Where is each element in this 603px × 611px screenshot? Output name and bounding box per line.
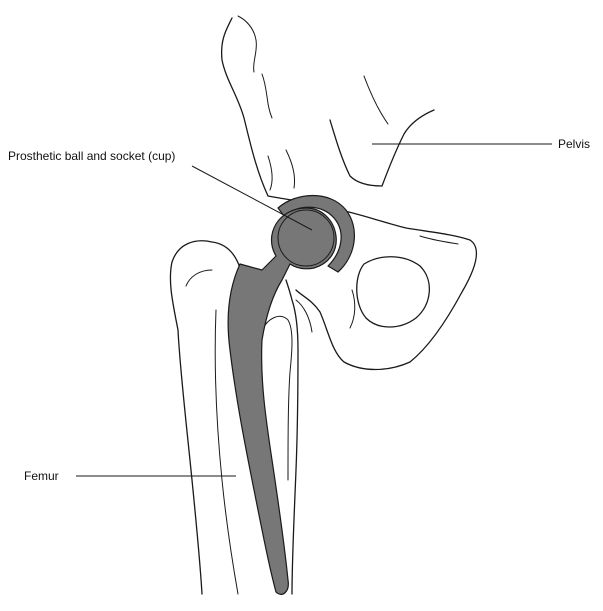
femoral-stem: [228, 208, 336, 594]
pelvis-obturator-foramen: [357, 257, 430, 327]
pelvis-ridge-1: [262, 74, 272, 118]
pelvis-ischium-detail: [350, 290, 355, 328]
pelvis-crest-detail: [238, 16, 256, 72]
pelvis-ridge-3: [268, 156, 272, 190]
femur-trochanter-detail: [186, 270, 212, 286]
label-pelvis: Pelvis: [558, 138, 590, 150]
femur-lesser-trochanter: [296, 300, 312, 332]
pelvis-ilium-edge: [330, 110, 434, 186]
femoral-stem-body: [228, 208, 336, 594]
pelvis-ilium-line: [364, 76, 388, 124]
pelvis-ridge-2: [286, 150, 295, 188]
label-prosthetic-ball-socket: Prosthetic ball and socket (cup): [8, 150, 175, 162]
pelvis-pubis-detail: [420, 236, 458, 244]
label-femur: Femur: [24, 470, 59, 482]
